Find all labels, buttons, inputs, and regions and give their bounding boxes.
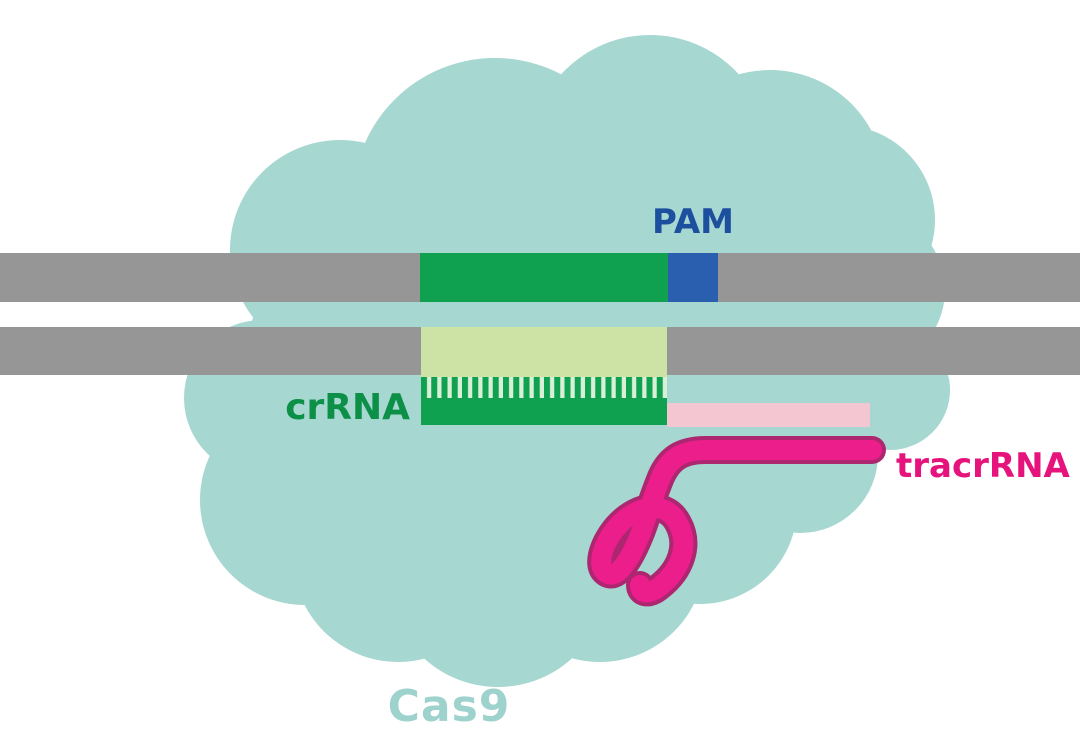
tracrrna-squiggle [587,436,886,607]
target-complement-segment [421,327,667,377]
tracrrna-pale-segment [667,403,870,427]
crrna-basepair-teeth [421,377,667,399]
target-sequence-segment [420,253,668,302]
crrna-molecule [421,377,667,425]
pam-label: PAM [652,202,734,242]
cas9-label: Cas9 [388,681,511,732]
crrna-label: crRNA [285,387,410,428]
pam-segment [668,253,718,302]
tracrrna-label: tracrRNA [896,446,1071,486]
crrna-bar [421,398,667,425]
tracrrna-squiggle-core [591,440,882,603]
